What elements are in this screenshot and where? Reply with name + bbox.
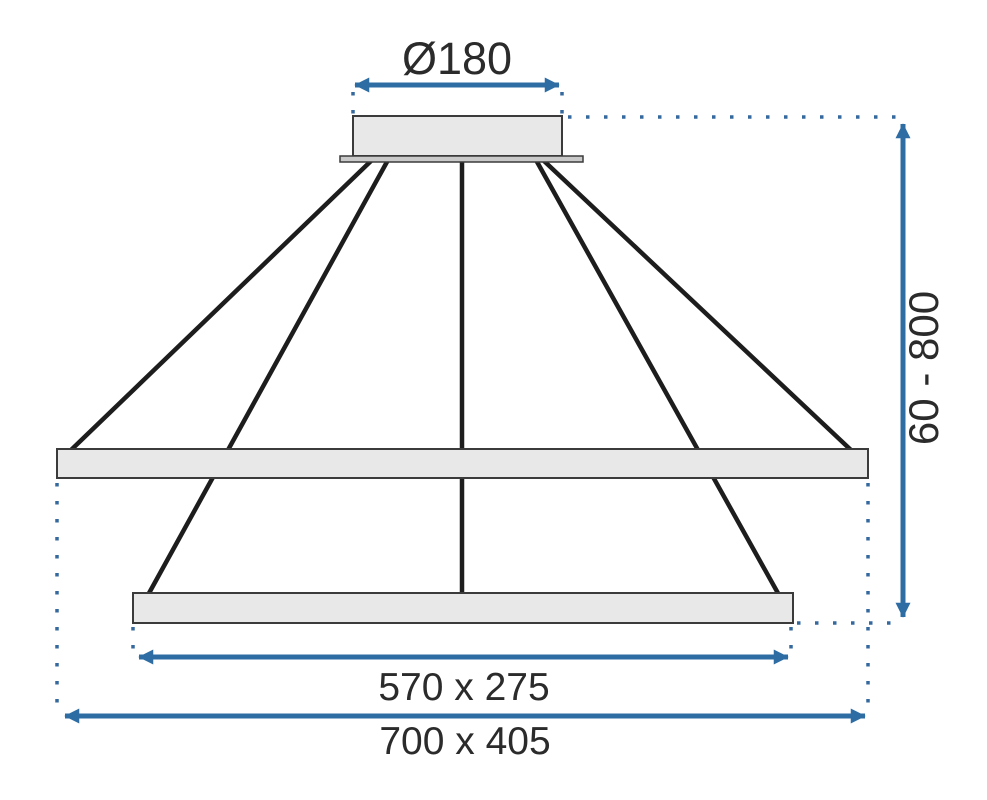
cable-inner-right — [533, 157, 782, 598]
inner-ring — [132, 592, 794, 624]
inner-ring-size-label: 570 x 275 — [378, 666, 549, 709]
cable-inner-left — [145, 157, 391, 598]
cable-outer-right — [540, 157, 855, 454]
height-range-label: 60 - 800 — [900, 291, 947, 445]
cable-outer-left — [67, 157, 375, 454]
outer-ring-size-label: 700 x 405 — [379, 720, 550, 763]
canopy-diameter-label: Ø180 — [402, 33, 512, 84]
ceiling-canopy — [352, 115, 563, 157]
outer-ring — [56, 448, 869, 479]
canopy-base-plate — [339, 155, 584, 163]
